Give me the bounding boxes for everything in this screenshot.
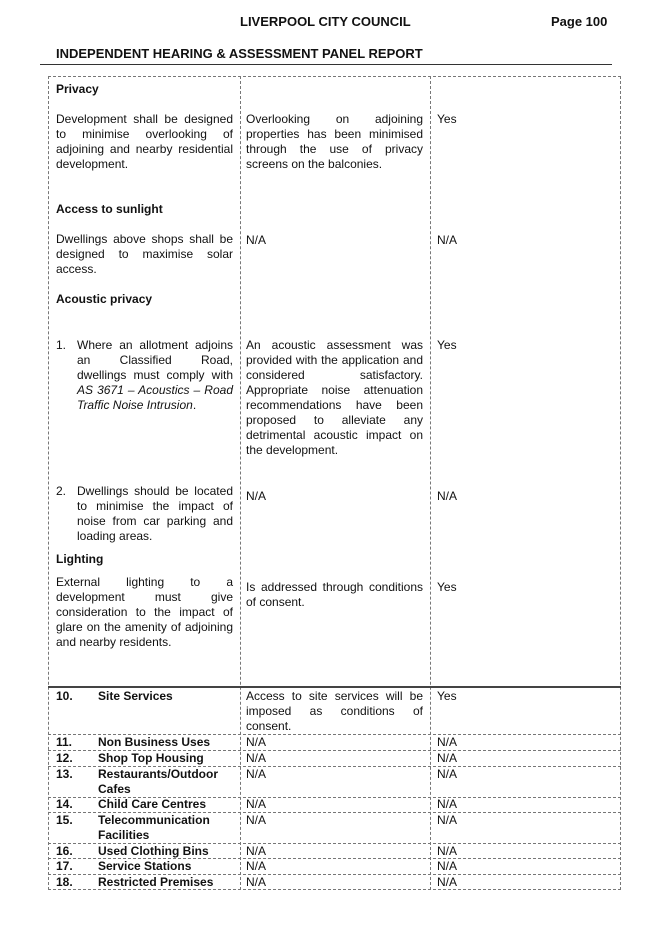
acoustic-item1-comment: An acoustic assessment was provided with… bbox=[246, 338, 423, 457]
acoustic-item1-control: Where an allotment adjoins an Classified… bbox=[77, 338, 233, 413]
row-number: 12. bbox=[56, 751, 73, 765]
row-number: 11. bbox=[56, 735, 73, 749]
row-separator bbox=[48, 874, 621, 875]
row-complies: N/A bbox=[437, 875, 458, 889]
privacy-heading: Privacy bbox=[56, 82, 99, 96]
row-complies: N/A bbox=[437, 859, 458, 873]
row-complies: N/A bbox=[437, 797, 458, 811]
acoustic-item2-number: 2. bbox=[56, 484, 67, 498]
row-complies: N/A bbox=[437, 751, 458, 765]
row-separator bbox=[48, 766, 621, 767]
row-separator bbox=[48, 686, 621, 688]
row-complies: N/A bbox=[437, 813, 458, 827]
row-number: 10. bbox=[56, 689, 73, 703]
row-title: Shop Top Housing bbox=[98, 751, 204, 765]
row-complies: N/A bbox=[437, 735, 458, 749]
acoustic-item2-comment: N/A bbox=[246, 489, 267, 503]
lighting-heading: Lighting bbox=[56, 552, 104, 566]
acoustic-heading: Acoustic privacy bbox=[56, 292, 153, 306]
row-title: Non Business Uses bbox=[98, 735, 211, 749]
column-divider bbox=[430, 76, 431, 890]
row-title: Used Clothing Bins bbox=[98, 844, 209, 858]
row-comment: N/A bbox=[246, 875, 267, 889]
sunlight-comment: N/A bbox=[246, 233, 267, 247]
sunlight-heading: Access to sunlight bbox=[56, 202, 163, 216]
row-separator bbox=[48, 734, 621, 735]
row-comment: N/A bbox=[246, 813, 267, 827]
row-number: 15. bbox=[56, 813, 73, 827]
sunlight-complies: N/A bbox=[437, 233, 458, 247]
row-comment: Access to site services will be imposed … bbox=[246, 689, 423, 733]
report-title: INDEPENDENT HEARING & ASSESSMENT PANEL R… bbox=[56, 46, 423, 61]
lighting-control: External lighting to a development must … bbox=[56, 575, 233, 649]
acoustic-item1-standard: AS 3671 – Acoustics – Road Traffic Noise… bbox=[77, 383, 233, 412]
lighting-complies: Yes bbox=[437, 580, 457, 594]
row-separator bbox=[48, 812, 621, 813]
row-comment: N/A bbox=[246, 844, 267, 858]
row-separator bbox=[48, 843, 621, 844]
header-rule bbox=[40, 64, 612, 65]
row-comment: N/A bbox=[246, 859, 267, 873]
privacy-comment: Overlooking on adjoining properties has … bbox=[246, 112, 423, 171]
row-complies: N/A bbox=[437, 844, 458, 858]
acoustic-item2-complies: N/A bbox=[437, 489, 458, 503]
page-number: Page 100 bbox=[551, 14, 608, 29]
lighting-comment: Is addressed through conditions of conse… bbox=[246, 580, 423, 609]
row-number: 13. bbox=[56, 767, 73, 781]
row-number: 14. bbox=[56, 797, 73, 811]
row-comment: N/A bbox=[246, 797, 267, 811]
privacy-control: Development shall be designed to minimis… bbox=[56, 112, 233, 171]
privacy-complies: Yes bbox=[437, 112, 457, 126]
row-number: 18. bbox=[56, 875, 73, 889]
column-divider bbox=[240, 76, 241, 890]
row-separator bbox=[48, 858, 621, 859]
acoustic-item1-text: Where an allotment adjoins an Classified… bbox=[77, 338, 233, 382]
row-complies: N/A bbox=[437, 767, 458, 781]
row-number: 16. bbox=[56, 844, 73, 858]
acoustic-item2-control: Dwellings should be located to minimise … bbox=[77, 484, 233, 543]
row-title: Telecommunication Facilities bbox=[98, 813, 210, 842]
acoustic-item1-end: . bbox=[192, 398, 197, 412]
row-title: Restricted Premises bbox=[98, 875, 214, 889]
row-title: Restaurants/Outdoor Cafes bbox=[98, 767, 219, 796]
row-title: Child Care Centres bbox=[98, 797, 207, 811]
sunlight-control: Dwellings above shops shall be designed … bbox=[56, 232, 233, 276]
acoustic-item1-complies: Yes bbox=[437, 338, 457, 352]
compliance-table bbox=[48, 76, 621, 890]
row-separator bbox=[48, 797, 621, 798]
row-title: Service Stations bbox=[98, 859, 192, 873]
row-number: 17. bbox=[56, 859, 73, 873]
row-title: Site Services bbox=[98, 689, 173, 703]
row-comment: N/A bbox=[246, 767, 267, 781]
acoustic-item1-number: 1. bbox=[56, 338, 67, 352]
row-comment: N/A bbox=[246, 751, 267, 765]
row-complies: Yes bbox=[437, 689, 457, 703]
row-comment: N/A bbox=[246, 735, 267, 749]
row-separator bbox=[48, 750, 621, 751]
council-name: LIVERPOOL CITY COUNCIL bbox=[240, 14, 411, 29]
